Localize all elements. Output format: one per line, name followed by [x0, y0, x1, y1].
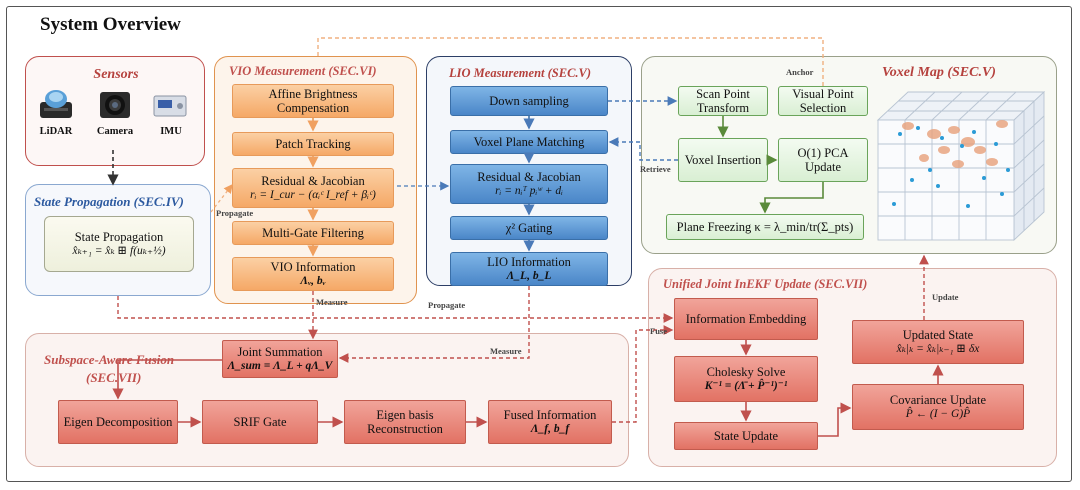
- state-propagation-box: State Propagation x̂ₖ₊₁ = x̂ₖ ⊞ f(uₖ₊½): [44, 216, 194, 272]
- vio-residual-math: rᵢ = I_cur − (αᵢᶜ I_ref + βᵢᶜ): [250, 189, 376, 202]
- fused-information-label: Fused Information: [503, 407, 597, 422]
- vio-info-box: VIO Information Λᵥ, bᵥ: [232, 257, 394, 291]
- lio-chi2-box: χ² Gating: [450, 216, 608, 240]
- vio-residual-label: Residual & Jacobian: [261, 173, 365, 188]
- lio-info-box: LIO Information Λ_L, b_L: [450, 252, 608, 286]
- update-label: Update: [932, 292, 959, 302]
- vio-title: VIO Measurement (SEC.VI): [229, 64, 377, 78]
- voxel-cube-graphic: [872, 84, 1048, 244]
- lio-title: LIO Measurement (SEC.V): [449, 66, 592, 80]
- lio-voxel-matching-box: Voxel Plane Matching: [450, 130, 608, 154]
- cholesky-solve-math: K⁻¹ = (Λ̄ + P̂⁻¹)⁻¹: [704, 380, 788, 393]
- figure-title: System Overview: [40, 14, 181, 35]
- covariance-update-box: Covariance Update P̂ ← (I − G)P̂: [852, 384, 1024, 430]
- imu-icon: [150, 90, 192, 120]
- eigen-decomposition-label: Eigen Decomposition: [63, 414, 173, 429]
- lidar-icon: [36, 86, 76, 122]
- updated-state-label: Updated State: [902, 327, 974, 342]
- scan-point-transform-box: Scan Point Transform: [678, 86, 768, 116]
- cholesky-solve-box: Cholesky Solve K⁻¹ = (Λ̄ + P̂⁻¹)⁻¹: [674, 356, 818, 402]
- imu-label: IMU: [160, 126, 182, 137]
- lio-info-math: Λ_L, b_L: [506, 270, 552, 283]
- scan-point-transform-label: Scan Point Transform: [696, 86, 750, 115]
- vio-multigate-box: Multi-Gate Filtering: [232, 221, 394, 245]
- voxel-title: Voxel Map (SEC.V): [882, 65, 996, 80]
- srif-gate-box: SRIF Gate: [202, 400, 318, 444]
- eigen-decomposition-box: Eigen Decomposition: [58, 400, 178, 444]
- fused-information-math: Λ_f, b_f: [530, 423, 570, 436]
- visual-point-selection-box: Visual Point Selection: [778, 86, 868, 116]
- vio-residual-box: Residual & Jacobian rᵢ = I_cur − (αᵢᶜ I_…: [232, 168, 394, 208]
- camera-icon: [94, 86, 136, 122]
- lio-downsample-label: Down sampling: [489, 93, 569, 108]
- vio-info-label: VIO Information: [270, 259, 356, 274]
- lio-residual-box: Residual & Jacobian rᵢ = nᵢᵀ pᵢʷ + dᵢ: [450, 164, 608, 204]
- sensors-title: Sensors: [93, 67, 139, 82]
- lio-residual-label: Residual & Jacobian: [477, 169, 581, 184]
- retrieve-label: Retrieve: [640, 164, 671, 174]
- lio-info-label: LIO Information: [487, 254, 571, 269]
- fused-information-box: Fused Information Λ_f, b_f: [488, 400, 612, 444]
- cholesky-solve-label: Cholesky Solve: [706, 364, 786, 379]
- state-update-box: State Update: [674, 422, 818, 450]
- srif-gate-label: SRIF Gate: [233, 414, 287, 429]
- propagate-label-2: Propagate: [428, 300, 466, 310]
- visual-point-selection-label: Visual Point Selection: [792, 86, 854, 115]
- vio-affine-box: Affine Brightness Compensation: [232, 84, 394, 118]
- measure-label-2: Measure: [490, 346, 522, 356]
- state-propagation-label: State Propagation: [74, 229, 164, 244]
- updated-state-box: Updated State x̂ₖ|ₖ = x̂ₖ|ₖ₋₁ ⊞ δx: [852, 320, 1024, 364]
- information-embedding-label: Information Embedding: [685, 311, 807, 326]
- camera-label: Camera: [96, 126, 134, 137]
- joint-summation-math: Λ_sum = Λ_L + qΛ_V: [227, 360, 333, 373]
- state-update-label: State Update: [713, 428, 779, 443]
- vio-info-math: Λᵥ, bᵥ: [300, 275, 326, 288]
- eigen-reconstruction-label: Eigen basis Reconstruction: [367, 407, 443, 436]
- fusion-title: Subspace-Aware Fusion: [44, 352, 175, 367]
- plane-freezing-box: Plane Freezing κ = λ_min/tr(Σ_pts): [666, 214, 864, 240]
- vio-multigate-label: Multi-Gate Filtering: [262, 225, 364, 240]
- propagate-label-1: Propagate: [216, 208, 254, 218]
- pca-update-label: O(1) PCA Update: [797, 145, 849, 174]
- anchor-label: Anchor: [786, 67, 814, 77]
- eigen-reconstruction-box: Eigen basis Reconstruction: [344, 400, 466, 444]
- update-title: Unified Joint InEKF Update (SEC.VII): [663, 277, 868, 291]
- measure-label-1: Measure: [316, 297, 348, 307]
- vio-patch-box: Patch Tracking: [232, 132, 394, 156]
- covariance-update-math: P̂ ← (I − G)P̂: [905, 408, 971, 421]
- voxel-insertion-label: Voxel Insertion: [684, 152, 762, 167]
- lio-chi2-label: χ² Gating: [505, 220, 553, 235]
- lidar-label: LiDAR: [39, 126, 73, 137]
- covariance-update-label: Covariance Update: [889, 392, 987, 407]
- joint-summation-box: Joint Summation Λ_sum = Λ_L + qΛ_V: [222, 340, 338, 378]
- updated-state-math: x̂ₖ|ₖ = x̂ₖ|ₖ₋₁ ⊞ δx: [896, 343, 980, 356]
- pca-update-box: O(1) PCA Update: [778, 138, 868, 182]
- fusion-title-sec: (SEC.VII): [86, 370, 142, 385]
- information-embedding-box: Information Embedding: [674, 298, 818, 340]
- voxel-insertion-box: Voxel Insertion: [678, 138, 768, 182]
- state-propagation-math: x̂ₖ₊₁ = x̂ₖ ⊞ f(uₖ₊½): [72, 245, 166, 258]
- vio-patch-label: Patch Tracking: [275, 136, 351, 151]
- lio-downsample-box: Down sampling: [450, 86, 608, 116]
- fuse-label: Fuse: [650, 326, 667, 336]
- figure-frame: [6, 6, 1072, 482]
- state-prop-title: State Propagation (SEC.IV): [34, 194, 184, 209]
- joint-summation-label: Joint Summation: [237, 344, 323, 359]
- lio-voxel-matching-label: Voxel Plane Matching: [473, 134, 585, 149]
- plane-freezing-label: Plane Freezing κ = λ_min/tr(Σ_pts): [676, 219, 854, 234]
- vio-affine-label: Affine Brightness Compensation: [268, 86, 358, 115]
- lio-residual-math: rᵢ = nᵢᵀ pᵢʷ + dᵢ: [495, 185, 563, 198]
